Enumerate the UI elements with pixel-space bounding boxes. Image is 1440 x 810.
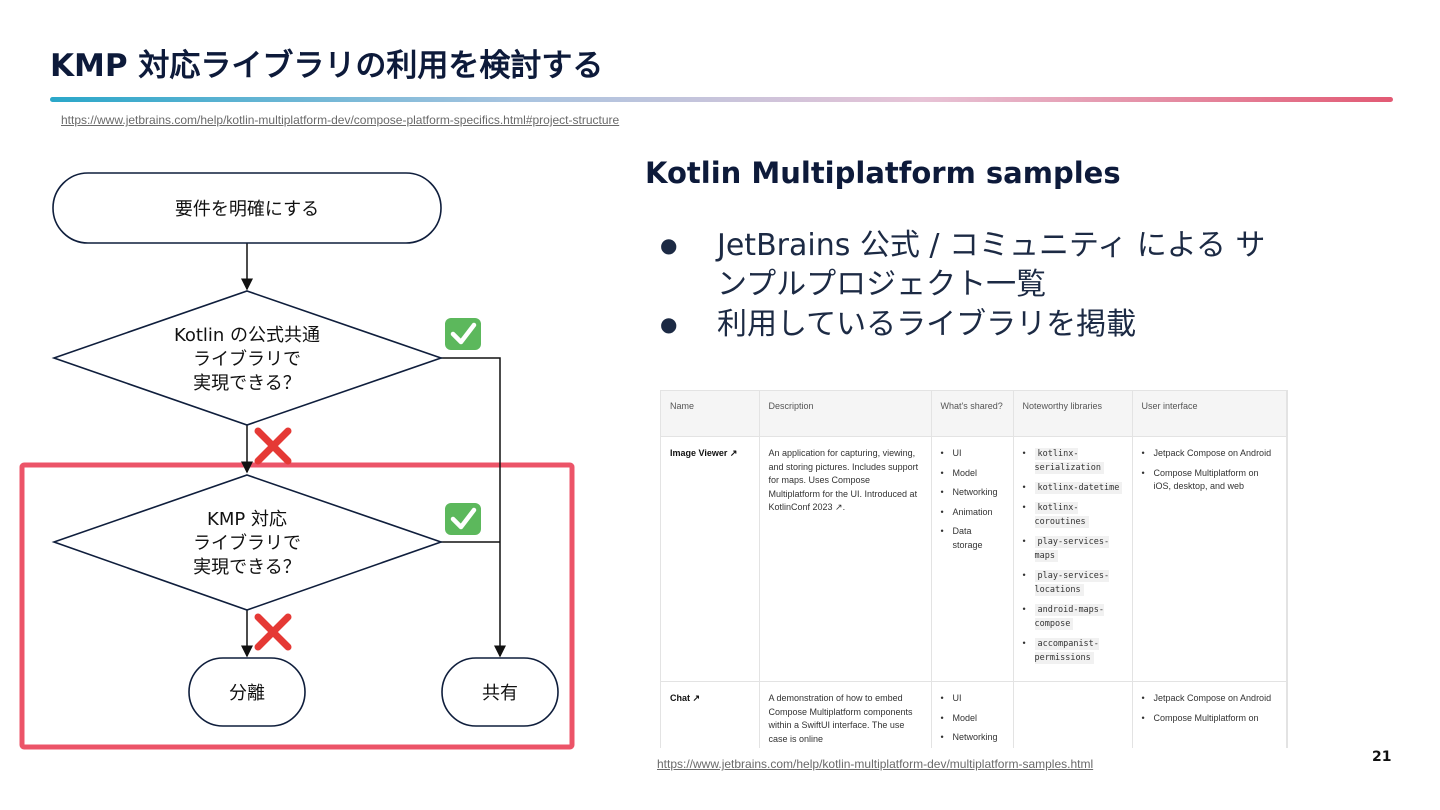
decision2-line2: ライブラリで <box>193 532 301 554</box>
ui-item: Compose Multiplatform on iOS, desktop, a… <box>1142 467 1278 494</box>
slide-title: KMP 対応ライブラリの利用を検討する <box>50 48 604 84</box>
shared-cell: UI Model Networking <box>931 681 1014 748</box>
library-item: kotlinx-coroutines <box>1023 501 1123 529</box>
library-item: play-services-locations <box>1023 569 1123 597</box>
ui-item: Jetpack Compose on Android <box>1142 447 1278 461</box>
sample-name-link[interactable]: Image Viewer ↗ <box>661 436 760 682</box>
check-mark-icon <box>445 503 481 535</box>
ui-item: Compose Multiplatform on <box>1142 712 1278 726</box>
libraries-cell <box>1013 681 1133 748</box>
shared-item: UI <box>941 692 1004 706</box>
shared-item: Animation <box>941 506 1004 520</box>
ui-cell: Jetpack Compose on Android Compose Multi… <box>1132 681 1287 748</box>
library-code: kotlinx-coroutines <box>1034 502 1089 528</box>
shared-item: Model <box>941 467 1004 481</box>
bullet-item: 利用しているライブラリを掲載 <box>660 305 1280 344</box>
decision2-line3: 実現できる？ <box>193 557 301 578</box>
cross-mark-icon <box>254 427 292 465</box>
sample-description: An application for capturing, viewing, a… <box>759 436 932 682</box>
decision1-line2: ライブラリで <box>193 348 301 370</box>
decision1-line1: Kotlin の公式共通 <box>174 325 320 346</box>
shared-item: Data storage <box>941 525 1004 552</box>
bottom-reference-link[interactable]: https://www.jetbrains.com/help/kotlin-mu… <box>657 757 1094 771</box>
library-code: play-services-locations <box>1034 570 1110 596</box>
samples-bullet-list: JetBrains 公式 / コミュニティ による サンプルプロジェクト一覧 利… <box>660 226 1280 345</box>
decision-flowchart: 要件を明確にする Kotlin の公式共通 ライブラリで 実現できる？ KMP … <box>19 172 575 750</box>
samples-table: Name Description What's shared? Notewort… <box>661 391 1287 748</box>
decision2-line1: KMP 対応 <box>207 509 287 530</box>
library-item: accompanist-permissions <box>1023 637 1123 665</box>
library-item: kotlinx-serialization <box>1023 447 1123 475</box>
share-node-label: 共有 <box>482 683 518 704</box>
connector-d1-to-share <box>441 357 506 658</box>
column-header-ui: User interface <box>1132 391 1287 437</box>
kmp-highlight-box <box>19 462 575 750</box>
shared-item: Networking <box>941 486 1004 500</box>
check-mark-icon <box>445 318 481 350</box>
samples-title: Kotlin Multiplatform samples <box>645 156 1121 190</box>
decision-official-library <box>51 290 444 426</box>
table-row: Image Viewer ↗ An application for captur… <box>661 436 1287 682</box>
sample-name-link[interactable]: Chat ↗ <box>661 681 760 748</box>
library-item: android-maps-compose <box>1023 603 1123 631</box>
library-item: kotlinx-datetime <box>1023 481 1123 495</box>
page-number: 21 <box>1372 749 1392 765</box>
column-header-name: Name <box>661 391 760 437</box>
cross-mark-icon <box>254 613 292 651</box>
start-node <box>52 172 442 244</box>
bullet-item: JetBrains 公式 / コミュニティ による サンプルプロジェクト一覧 <box>660 226 1280 304</box>
samples-table-screenshot: Name Description What's shared? Notewort… <box>660 390 1288 748</box>
table-row: Chat ↗ A demonstration of how to embed C… <box>661 681 1287 748</box>
column-header-description: Description <box>759 391 932 437</box>
separate-node-label: 分離 <box>229 683 265 704</box>
title-divider <box>50 97 1393 102</box>
libraries-cell: kotlinx-serialization kotlinx-datetime k… <box>1013 436 1133 682</box>
ui-item: Jetpack Compose on Android <box>1142 692 1278 706</box>
separate-node <box>188 657 306 727</box>
library-code: play-services-maps <box>1034 536 1110 562</box>
shared-item: Model <box>941 712 1004 726</box>
library-code: android-maps-compose <box>1034 604 1105 630</box>
top-reference-link[interactable]: https://www.jetbrains.com/help/kotlin-mu… <box>61 113 620 127</box>
library-code: kotlinx-datetime <box>1034 482 1123 494</box>
decision-kmp-library <box>51 474 444 611</box>
shared-item: UI <box>941 447 1004 461</box>
table-header-row: Name Description What's shared? Notewort… <box>661 391 1287 437</box>
decision1-line3: 実現できる？ <box>193 373 301 394</box>
share-node <box>441 657 559 727</box>
column-header-shared: What's shared? <box>931 391 1014 437</box>
shared-item: Networking <box>941 731 1004 745</box>
shared-cell: UI Model Networking Animation Data stora… <box>931 436 1014 682</box>
sample-description: A demonstration of how to embed Compose … <box>759 681 932 748</box>
library-item: play-services-maps <box>1023 535 1123 563</box>
library-code: accompanist-permissions <box>1034 638 1099 664</box>
library-code: kotlinx-serialization <box>1034 448 1105 474</box>
column-header-libraries: Noteworthy libraries <box>1013 391 1133 437</box>
ui-cell: Jetpack Compose on Android Compose Multi… <box>1132 436 1287 682</box>
start-node-label: 要件を明確にする <box>175 199 319 220</box>
